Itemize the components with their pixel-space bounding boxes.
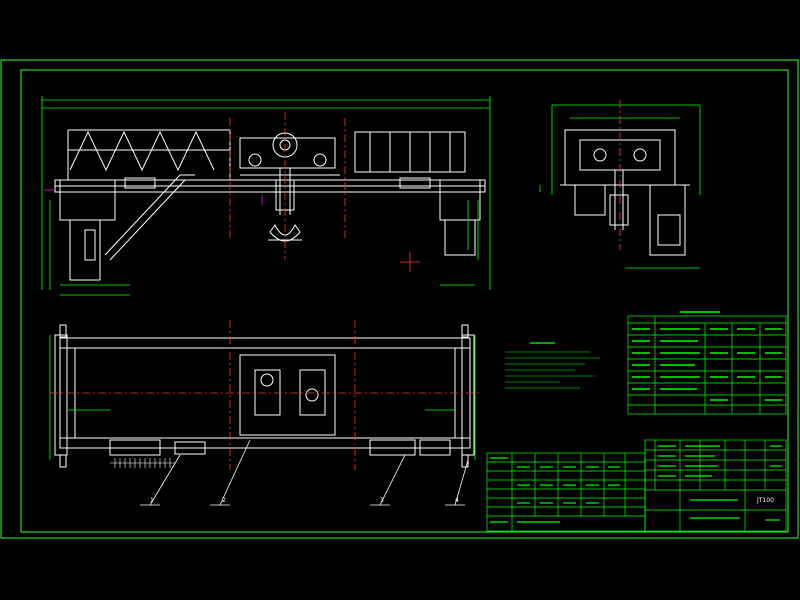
parameter-table-glyphs [632, 311, 782, 401]
title-block-glyphs [658, 445, 782, 521]
side-view-dimensions [539, 104, 701, 269]
front-elevation-view [54, 129, 486, 281]
callout-leaders [140, 439, 469, 506]
front-view-dimensions [41, 96, 491, 296]
plan-view-hatching [110, 458, 175, 468]
title-block [644, 439, 787, 532]
callout-3: 3 [380, 497, 384, 504]
front-view-hook-accent [44, 189, 263, 205]
callout-1: 1 [150, 497, 154, 504]
sheet-code: JT100 [756, 497, 774, 504]
callout-4: 4 [455, 497, 459, 504]
parameter-table [627, 315, 787, 415]
plan-view-centerlines [50, 320, 480, 470]
technical-notes-block [505, 342, 600, 389]
drawing-frame [20, 69, 789, 533]
outer-sheet-border [0, 59, 799, 539]
load-table [486, 452, 646, 532]
callout-2: 2 [222, 497, 226, 504]
plan-view-dimensions [49, 335, 476, 460]
front-view-centerlines [229, 112, 420, 272]
plan-view [54, 324, 475, 468]
callout-labels: 1 2 3 4 [150, 497, 459, 504]
load-table-glyphs [490, 457, 620, 523]
side-elevation-view [560, 129, 690, 256]
